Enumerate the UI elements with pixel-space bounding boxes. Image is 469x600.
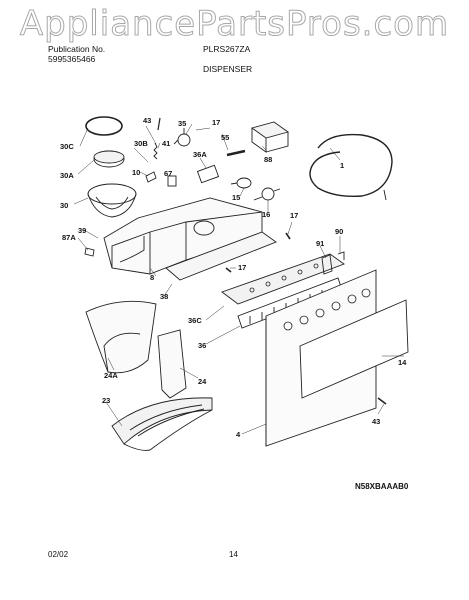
publication-label: Publication No.: [48, 44, 106, 54]
callout-91: 91: [316, 239, 324, 248]
callout-23: 23: [102, 396, 110, 405]
model-number: PLRS267ZA: [203, 44, 251, 54]
callout-17-right: 17: [290, 211, 298, 220]
callout-30b: 30B: [134, 139, 148, 148]
callout-30a: 30A: [60, 171, 74, 180]
callout-17-top: 17: [212, 118, 220, 127]
section-title: DISPENSER: [203, 64, 253, 74]
callout-16: 16: [262, 210, 270, 219]
callout-1: 1: [340, 161, 344, 170]
callout-36a: 36A: [193, 150, 207, 159]
watermark: AppliancePartsPros.com: [19, 4, 450, 45]
callout-35: 35: [178, 119, 186, 128]
callout-90: 90: [335, 227, 343, 236]
footer-date: 02/02: [48, 550, 69, 559]
callout-4: 4: [236, 430, 241, 439]
callout-38: 38: [160, 292, 168, 301]
callout-88: 88: [264, 155, 272, 164]
diagram-code: N58XBAAAB0: [355, 482, 409, 491]
publication-number: 5995365466: [48, 54, 96, 64]
callout-17-mid: 17: [238, 263, 246, 272]
callout-30: 30: [60, 201, 68, 210]
callout-43-top: 43: [143, 116, 151, 125]
callout-24a: 24A: [104, 371, 118, 380]
callout-14: 14: [398, 358, 407, 367]
callout-10: 10: [132, 168, 140, 177]
callout-41: 41: [162, 139, 170, 148]
callout-24: 24: [198, 377, 207, 386]
callout-30c: 30C: [60, 142, 74, 151]
callout-39: 39: [78, 226, 86, 235]
footer-page-number: 14: [229, 550, 238, 559]
callout-36c: 36C: [188, 316, 202, 325]
callout-8: 8: [150, 273, 154, 282]
callout-67: 67: [164, 169, 172, 178]
callout-43-bottom: 43: [372, 417, 380, 426]
callout-15: 15: [232, 193, 240, 202]
callout-87a: 87A: [62, 233, 76, 242]
callout-36: 36: [198, 341, 206, 350]
callout-55: 55: [221, 133, 229, 142]
